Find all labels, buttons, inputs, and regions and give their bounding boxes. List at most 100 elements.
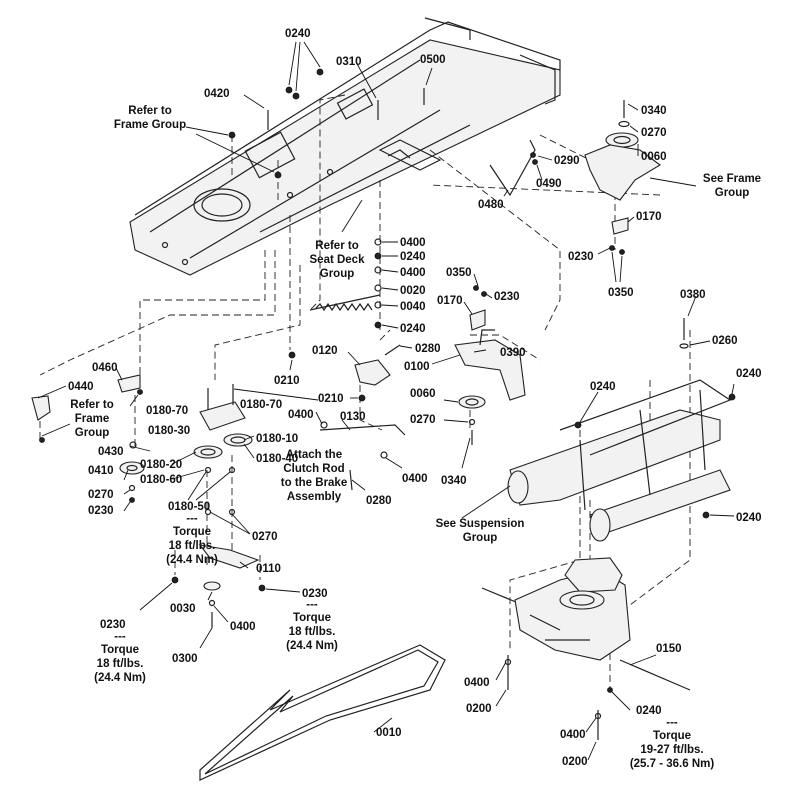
- label-0230-b: 0230: [100, 619, 126, 631]
- drive-belt: [199, 644, 446, 781]
- label-0240-top: 0240: [285, 28, 311, 40]
- label-0300: 0300: [172, 653, 198, 665]
- frame-ref-line2: Frame Group: [114, 119, 186, 131]
- label-0240-r4: 0240: [636, 705, 662, 717]
- label-0400-mid2: 0400: [402, 473, 428, 485]
- transaxle-assembly: [481, 557, 691, 740]
- label-0400-bottom: 0400: [230, 621, 256, 633]
- label-0180-20: 0180-20: [140, 459, 182, 471]
- label-0030: 0030: [170, 603, 196, 615]
- label-0400-r2: 0400: [560, 729, 586, 741]
- torque-d-line2: Torque: [653, 730, 691, 742]
- stack-0240-b: 0240: [400, 323, 426, 335]
- stack-0240-a: 0240: [400, 251, 426, 263]
- seat-ref-line2: Seat Deck: [310, 254, 366, 266]
- label-0180-40: 0180-40: [256, 453, 298, 465]
- label-0460: 0460: [92, 362, 118, 374]
- see-susp-line1: See Suspension: [436, 518, 525, 530]
- label-0130: 0130: [340, 411, 366, 423]
- see-susp-line2: Group: [463, 532, 498, 544]
- label-0380: 0380: [680, 289, 706, 301]
- label-0180-10: 0180-10: [256, 433, 298, 445]
- attach-line3: to the Brake: [281, 477, 347, 489]
- torque-b-line1: ---: [114, 631, 126, 643]
- frame-assembly: [129, 17, 561, 276]
- label-0270-mid: 0270: [410, 414, 436, 426]
- label-0400-mid: 0400: [288, 409, 314, 421]
- label-0210-a: 0210: [274, 375, 300, 387]
- torque-a-line3: 18 ft/lbs.: [169, 540, 216, 552]
- label-0180-70-b: 0180-70: [240, 399, 282, 411]
- label-0200-r2: 0200: [562, 756, 588, 768]
- attach-line4: Assembly: [287, 491, 342, 503]
- frame-ref-line1: Refer to: [128, 105, 171, 117]
- torque-b-line4: (24.4 Nm): [94, 672, 146, 684]
- label-0340-top: 0340: [641, 105, 667, 117]
- label-0180-70-a: 0180-70: [146, 405, 188, 417]
- label-0350-right: 0350: [608, 287, 634, 299]
- torque-d-line3: 19-27 ft/lbs.: [640, 744, 703, 756]
- frame-ref2-line3: Group: [75, 427, 110, 439]
- label-0110: 0110: [256, 563, 281, 575]
- label-0180-30: 0180-30: [148, 425, 190, 437]
- label-0230-right: 0230: [568, 251, 594, 263]
- label-0230-left: 0230: [88, 505, 114, 517]
- label-0230-mid: 0230: [494, 291, 520, 303]
- attach-line1: Attach the: [286, 449, 342, 461]
- label-0440: 0440: [68, 381, 94, 393]
- label-0230-c: 0230: [302, 588, 328, 600]
- label-0310: 0310: [336, 56, 362, 68]
- label-0280-b: 0280: [366, 495, 392, 507]
- torque-c-line1: ---: [306, 599, 318, 611]
- label-0410: 0410: [88, 465, 114, 477]
- label-0490: 0490: [536, 178, 562, 190]
- part-labels: 0240 0310 0500 0420 Refer to Frame Group…: [68, 28, 762, 770]
- torque-d-line4: (25.7 - 36.6 Nm): [630, 758, 715, 770]
- see-frame-line2: Group: [715, 187, 750, 199]
- label-0170-mid: 0170: [437, 295, 463, 307]
- label-0170-right: 0170: [636, 211, 662, 223]
- suspension-assembly: [507, 379, 732, 542]
- label-0010: 0010: [376, 727, 402, 739]
- torque-c-line2: Torque: [293, 612, 331, 624]
- torque-b-line3: 18 ft/lbs.: [97, 658, 144, 670]
- label-0210-b: 0210: [318, 393, 344, 405]
- label-0150: 0150: [656, 643, 682, 655]
- label-0390: 0390: [500, 347, 526, 359]
- label-0060-mid: 0060: [410, 388, 436, 400]
- stack-0400-a: 0400: [400, 237, 426, 249]
- label-0120: 0120: [312, 345, 338, 357]
- label-0060-top: 0060: [641, 151, 667, 163]
- label-0350-mid: 0350: [446, 267, 472, 279]
- label-0420: 0420: [204, 88, 230, 100]
- see-frame-line1: See Frame: [703, 173, 761, 185]
- attach-line2: Clutch Rod: [283, 463, 344, 475]
- seat-ref-line1: Refer to: [315, 240, 358, 252]
- label-0240-r1: 0240: [736, 368, 762, 380]
- label-0260: 0260: [712, 335, 738, 347]
- torque-c-line4: (24.4 Nm): [286, 640, 338, 652]
- label-0180-60: 0180-60: [140, 474, 182, 486]
- torque-c-line3: 18 ft/lbs.: [289, 626, 336, 638]
- frame-ref2-line1: Refer to: [70, 399, 113, 411]
- label-0180-50: 0180-50: [168, 501, 210, 513]
- torque-b-line2: Torque: [101, 644, 139, 656]
- label-0480: 0480: [478, 199, 504, 211]
- label-0270-left: 0270: [88, 489, 114, 501]
- label-0240-r3: 0240: [736, 512, 762, 524]
- torque-a-line4: (24.4 Nm): [166, 554, 218, 566]
- seat-ref-line3: Group: [320, 268, 355, 280]
- frame-ref2-line2: Frame: [75, 413, 110, 425]
- torque-d-line1: ---: [666, 717, 678, 729]
- stack-0400-b: 0400: [400, 267, 426, 279]
- label-0240-r2: 0240: [590, 381, 616, 393]
- label-0100: 0100: [404, 361, 430, 373]
- label-0500: 0500: [420, 54, 446, 66]
- label-0270-c: 0270: [252, 531, 278, 543]
- label-0280-a: 0280: [415, 343, 441, 355]
- label-0430: 0430: [98, 446, 124, 458]
- torque-a-line1: ---: [186, 513, 198, 525]
- label-0290: 0290: [554, 155, 580, 167]
- torque-a-line2: Torque: [173, 526, 211, 538]
